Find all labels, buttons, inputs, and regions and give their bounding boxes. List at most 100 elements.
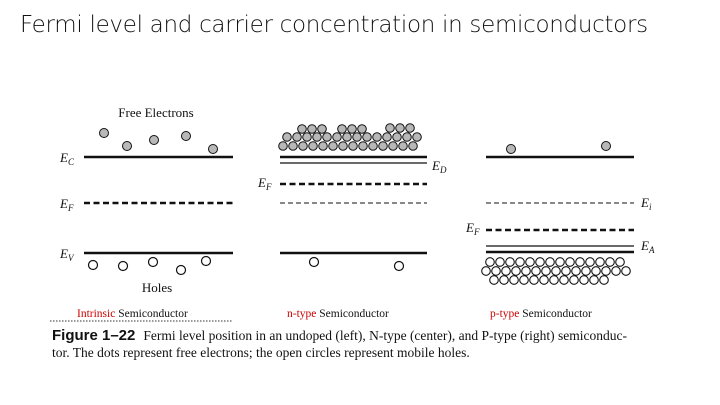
hole-circle [308, 256, 320, 268]
hole-circle [601, 266, 611, 276]
hole-circle [485, 257, 495, 267]
electron-dot [358, 141, 368, 151]
hole-circle [565, 257, 575, 267]
hole-circle [559, 275, 569, 285]
electron-dot [412, 132, 422, 142]
electron-dot [99, 128, 109, 138]
electron-dot [322, 132, 332, 142]
electron-dot [385, 123, 395, 133]
electron-dot [357, 124, 367, 134]
ev-label: EV [59, 246, 75, 263]
hole-circle [555, 257, 565, 267]
free-electrons-label: Free Electrons [118, 105, 193, 120]
electron-dot [378, 141, 388, 151]
electron-dot [395, 123, 405, 133]
electron-dot [332, 132, 342, 142]
ntype-panel: ED EF [257, 123, 447, 272]
hole-circle [621, 266, 631, 276]
ptype-electrons [506, 141, 611, 154]
ptype-holes [481, 257, 631, 285]
hole-circle [611, 266, 621, 276]
electron-dot [368, 141, 378, 151]
ef-label: EF [465, 220, 480, 237]
electron-dot [342, 132, 352, 142]
hole-circle [575, 257, 585, 267]
electron-dot [318, 141, 328, 151]
electron-dot [352, 132, 362, 142]
hole-circle [505, 257, 515, 267]
hole-circle [87, 259, 99, 271]
electron-dot [348, 141, 358, 151]
hole-circle [545, 257, 555, 267]
ptype-panel: Ei EF EA [465, 141, 655, 285]
hole-circle [200, 255, 212, 267]
hole-circle [525, 257, 535, 267]
hole-circle [531, 266, 541, 276]
hole-circle [117, 260, 129, 272]
electron-dot [388, 141, 398, 151]
hole-circle [175, 264, 187, 276]
hole-circle [489, 275, 499, 285]
hole-circle [393, 260, 405, 272]
ntype-electrons [278, 123, 422, 151]
hole-circle [535, 257, 545, 267]
electron-dot [181, 131, 191, 141]
electron-dot [149, 135, 159, 145]
electron-dot [337, 124, 347, 134]
electron-dot [347, 124, 357, 134]
hole-circle [147, 256, 159, 268]
electron-dot [308, 141, 318, 151]
slide-title: Fermi level and carrier concentration in… [20, 12, 648, 38]
electron-dot [288, 141, 298, 151]
hole-circle [541, 266, 551, 276]
hole-circle [591, 266, 601, 276]
hole-circle [585, 257, 595, 267]
electron-dot [302, 132, 312, 142]
electron-dot [317, 124, 327, 134]
electron-dot [312, 132, 322, 142]
hole-circle [501, 266, 511, 276]
hole-circle [589, 275, 599, 285]
hole-circle [499, 275, 509, 285]
ec-label: EC [59, 150, 75, 167]
hole-circle [539, 275, 549, 285]
hole-circle [491, 266, 501, 276]
electron-dot [307, 124, 317, 134]
hole-circle [511, 266, 521, 276]
ef-label: EF [257, 175, 272, 192]
intrinsic-panel: Free Electrons EC EF EV Holes [59, 105, 233, 295]
ea-label: EA [640, 238, 655, 255]
hole-circle [481, 266, 491, 276]
hole-circle [549, 275, 559, 285]
intrinsic-name: Intrinsic Semiconductor [77, 308, 188, 320]
electron-dot [122, 141, 132, 151]
electron-dot [402, 132, 412, 142]
hole-circle [605, 257, 615, 267]
hole-circle [581, 266, 591, 276]
ed-label: ED [431, 158, 447, 175]
electron-dot [382, 132, 392, 142]
hole-circle [615, 257, 625, 267]
electron-dot [328, 141, 338, 151]
ef-label: EF [59, 196, 74, 213]
electron-dot [405, 123, 415, 133]
intrinsic-holes [87, 255, 212, 276]
electron-dot [298, 141, 308, 151]
electron-dot [338, 141, 348, 151]
electron-dot [282, 132, 292, 142]
hole-circle [515, 257, 525, 267]
hole-circle [569, 275, 579, 285]
hole-circle [551, 266, 561, 276]
hole-circle [571, 266, 581, 276]
caption-line-2: tor. The dots represent free electrons; … [52, 345, 470, 360]
hole-circle [599, 275, 609, 285]
hole-circle [509, 275, 519, 285]
ntype-holes [308, 256, 405, 272]
electron-dot [506, 144, 516, 154]
electron-dot [392, 132, 402, 142]
electron-dot [408, 141, 418, 151]
intrinsic-electrons [99, 128, 218, 154]
electron-dot [601, 141, 611, 151]
